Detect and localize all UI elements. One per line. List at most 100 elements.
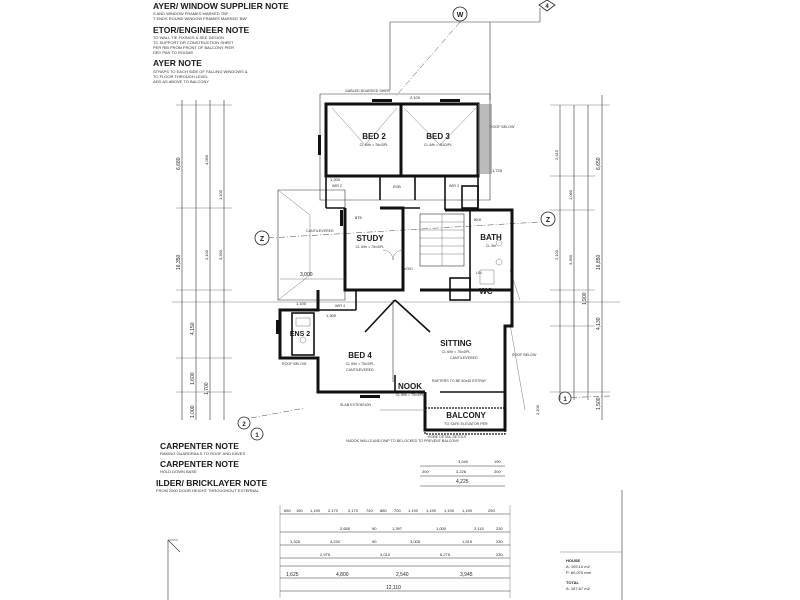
dim-bottom-4: 6,275 <box>440 552 451 557</box>
dim-bottom-1: 2,170 <box>348 508 359 513</box>
dim-left-v2: 4,090 <box>204 154 209 165</box>
room-name-sitting: SITTING <box>440 339 472 348</box>
dim-bottom-5: 4,800 <box>336 572 349 578</box>
dim-bottom-1: 1,190 <box>426 508 437 513</box>
dim-bottom-2: 1,397 <box>392 526 403 531</box>
dim-balcony: 3,040 <box>458 459 469 464</box>
staircase <box>419 213 465 267</box>
cantilever-label: CANTILEVERED <box>450 356 478 360</box>
dim-bottom-1: 880 <box>380 508 387 513</box>
wall-note-label: NUDOK WALLS AND DWP TO BE LOCKED TO PREV… <box>346 439 460 443</box>
dim-right-v2: 2,410 <box>554 149 559 160</box>
bottom-dims: 650 150 1,190 2,170 2,170 720 880 700 1,… <box>279 505 511 598</box>
engineer-note-line: PER RIB FROM FRONT OF BALCONY PIER <box>153 45 234 50</box>
rob-label: ROB <box>393 185 401 189</box>
dim-left-v: 1,700 <box>204 382 210 395</box>
grid-bubble-z-left <box>254 230 270 246</box>
room-name-bed2: BED 2 <box>362 132 386 141</box>
dim-left-v2: 2,100 <box>204 249 209 260</box>
walls <box>276 99 514 435</box>
dim-bottom-1: 1,190 <box>310 508 321 513</box>
dim-left-v2: 1,100 <box>218 189 223 200</box>
room-name-nook: NOOK <box>398 382 422 391</box>
bkh-label: BKH <box>474 218 482 222</box>
cantilever-label: CANTILEVERED <box>346 368 374 372</box>
dim-right-v: 1,500 <box>596 397 602 410</box>
room-name-balcony: BALCONY <box>446 411 486 420</box>
dim-bottom-4: 230 <box>496 552 503 557</box>
engineer-note-title: ETOR/ENGINEER NOTE <box>153 25 250 35</box>
dim-top-window: 2,100 <box>410 95 421 100</box>
dim-right-v: 1,900 <box>582 292 588 305</box>
dim-bottom-1: 250 <box>488 508 495 513</box>
dim-bottom-3: 90 <box>372 539 377 544</box>
dim-bottom-3: 4,230 <box>330 539 341 544</box>
cantilever-label: CANTILEVERED <box>306 229 334 233</box>
grid-bubbles: W 4 Z Z 2 1 1 <box>237 0 572 441</box>
wir2-label: WIR 2 <box>332 184 342 188</box>
room-name-ens2: ENS 2 <box>290 331 310 338</box>
interior-dims: 3,000 1,300 1,100 1,200 1,725 875 2,100 <box>280 95 503 318</box>
dim-bottom-5: 1,625 <box>286 572 299 578</box>
engineer-note-line: TC SUPPORT OR CONSTRUCTION SHEET <box>153 40 234 45</box>
total-area-value: A: 167.67 m2 <box>566 586 591 591</box>
dim-right-v2: 2,100 <box>554 249 559 260</box>
grid-bubble-z-right <box>540 211 556 227</box>
room-name-bed4: BED 4 <box>348 351 372 360</box>
engineer-note-line: DRY PAN TO ROOMS <box>153 50 193 55</box>
left-dims: 6,680 16,350 4,150 1,600 1,700 1,000 4,0… <box>176 100 232 420</box>
dim-small: 1,725 <box>492 168 503 173</box>
notes-top-left: AYER/ WINDOW SUPPLIER NOTE S AND WINDOW … <box>153 1 289 84</box>
dim-small: 875 <box>355 215 362 220</box>
bricklayer-note-line: FROM 2000 DOOR HEIGHT THROUGHOUT EXTERNA… <box>156 488 260 493</box>
grid-bubble-2-label: 2 <box>242 422 246 428</box>
layer-note-title: AYER NOTE <box>153 58 202 68</box>
dim-left-v: 16,350 <box>176 254 182 270</box>
dim-bottom-1: 1,190 <box>408 508 419 513</box>
dim-bottom-1: 2,170 <box>328 508 339 513</box>
dim-right-v: 6,650 <box>596 157 602 170</box>
dim-bottom-5: 2,540 <box>396 572 409 578</box>
room-sub-study: CL 6/th = 75x4/PL <box>356 245 385 249</box>
dim-left-v: 4,150 <box>190 322 196 335</box>
dim-left-v: 1,600 <box>190 372 196 385</box>
right-dims: 6,650 16,850 4,130 1,900 1,500 2,410 1,0… <box>535 95 610 420</box>
house-area-label: HOUSE <box>566 558 581 563</box>
dim-bottom-4: 2,975 <box>320 552 331 557</box>
grid-bubble-w-label: W <box>457 12 464 19</box>
dim-right-2100: 2,100 <box>535 404 540 415</box>
dim-left-v2: 3,390 <box>218 249 223 260</box>
dim-bottom-1: 700 <box>394 508 401 513</box>
dim-right-v2: 3,390 <box>568 254 573 265</box>
dim-bottom-4: 3,010 <box>380 552 391 557</box>
room-name-study: STUDY <box>356 234 384 243</box>
dim-small: 1,300 <box>326 313 337 318</box>
layer-note-line: ADD AS ABOVE TO BALCONY <box>153 79 209 84</box>
room-name-bed3: BED 3 <box>426 132 450 141</box>
area-summary: HOUSE A: 109.10 m2 P: 60,070 mm TOTAL A:… <box>566 558 592 591</box>
dim-left-v: 6,680 <box>176 157 182 170</box>
sheet-frame <box>167 490 623 600</box>
dim-bottom-2: 2,115 <box>474 526 484 531</box>
room-sub-bath: CL 5th <box>486 244 496 248</box>
dim-small: 1,200 <box>330 177 341 182</box>
wir3-label: WIR 3 <box>449 184 459 188</box>
roof-below-right-label: ROOF BELOW <box>512 353 537 357</box>
roof-below-mid-label: ROOF BELOW <box>490 125 515 129</box>
mid-dims: 3,040 190 200 3,226 200 4,225 <box>420 459 505 487</box>
grid-bubble-1-right-label: 1 <box>563 397 567 403</box>
carpenter-note-2-line: HOLD DOWN BASE <box>160 469 197 474</box>
grid-bubble-1 <box>250 427 264 441</box>
window-supplier-note-title: AYER/ WINDOW SUPPLIER NOTE <box>153 1 289 11</box>
dim-balcony: 3,226 <box>456 469 467 474</box>
roof-below-left-label: ROOF BELOW <box>282 362 307 366</box>
dim-bottom-3: 3,005 <box>410 539 421 544</box>
dim-bottom-2: 230 <box>496 526 503 531</box>
room-sub-sitting: CL 6/th = 75x4/PL <box>442 350 471 354</box>
wir4-label: WIR 4 <box>335 304 345 308</box>
grid-bubble-z-right-label: Z <box>546 217 551 224</box>
layer-note-line: TO FLOOR THROUGH LEVEL <box>153 74 209 79</box>
grid-bubble-4-label: 4 <box>545 4 549 10</box>
dim-bottom-1: 720 <box>366 508 373 513</box>
